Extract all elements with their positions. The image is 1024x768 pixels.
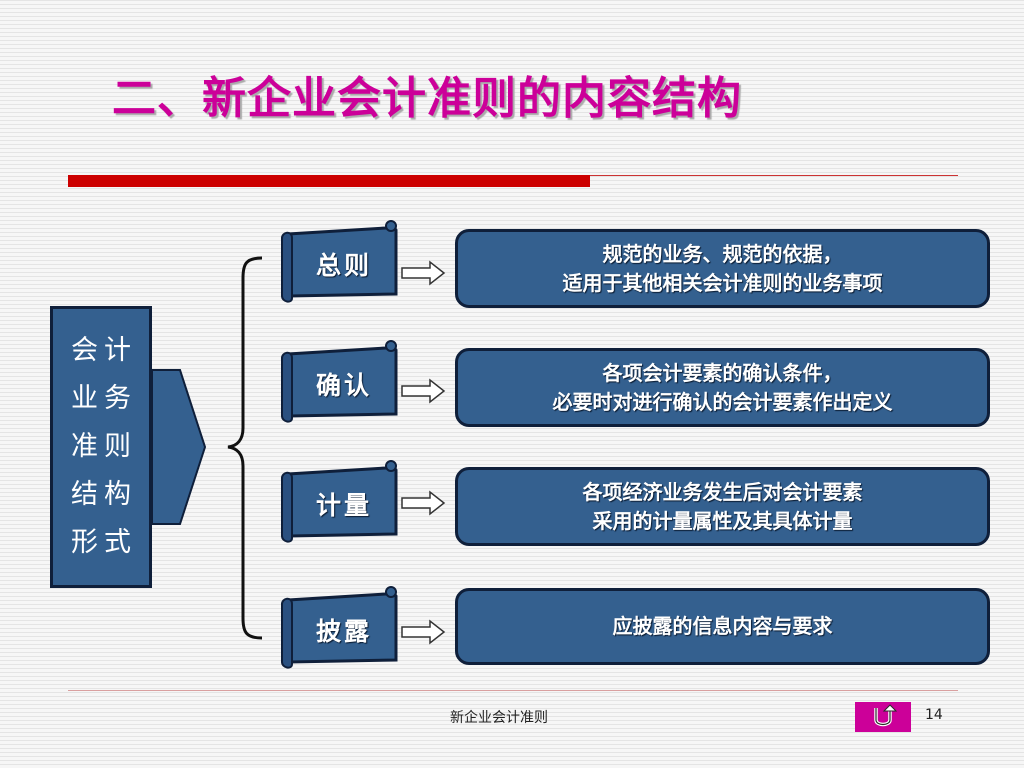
footer-title: 新企业会计准则: [450, 710, 548, 726]
scroll-label-box-1: 总则: [292, 232, 396, 296]
scroll-label-box-3: 计量: [292, 472, 396, 536]
item-label-recognition: 确认: [315, 371, 372, 400]
item-label-measurement: 计量: [315, 491, 372, 520]
scroll-shape-1: [281, 220, 398, 303]
item-label-disclosure: 披露: [315, 617, 372, 646]
root-arrow: [151, 369, 207, 525]
title-underline-bar: [68, 175, 590, 187]
slide-title: 二、新企业会计准则的内容结构: [112, 73, 742, 124]
desc-line: 采用的计量属性及其具体计量: [592, 508, 853, 533]
footer-divider: [68, 690, 958, 691]
root-box: 会计 业务 准则 结构 形式: [50, 306, 152, 588]
desc-box-general: 规范的业务、规范的依据， 适用于其他相关会计准则的业务事项: [455, 229, 990, 308]
page-number: 14: [925, 707, 943, 723]
connector-arrow-1: [401, 260, 446, 286]
desc-line: 适用于其他相关会计准则的业务事项: [562, 270, 883, 295]
desc-line: 必要时对进行确认的会计要素作出定义: [552, 389, 893, 414]
desc-line: 各项经济业务发生后对会计要素: [582, 479, 863, 504]
scroll-label-box-2: 确认: [292, 352, 396, 416]
connector-arrow-4: [401, 619, 446, 645]
connector-arrow-3: [401, 490, 446, 516]
connector-arrow-2: [401, 378, 446, 404]
desc-line: 各项会计要素的确认条件，: [602, 360, 843, 385]
scroll-shape-2: [281, 340, 398, 423]
desc-box-disclosure: 应披露的信息内容与要求: [455, 588, 990, 665]
scroll-shape-3: [281, 460, 398, 543]
return-button[interactable]: [855, 702, 911, 732]
desc-box-measurement: 各项经济业务发生后对会计要素 采用的计量属性及其具体计量: [455, 467, 990, 546]
scroll-label-box-4: 披露: [292, 598, 396, 662]
return-arrow-icon: [874, 704, 898, 727]
desc-line: 应披露的信息内容与要求: [612, 614, 833, 638]
desc-box-recognition: 各项会计要素的确认条件， 必要时对进行确认的会计要素作出定义: [455, 348, 990, 427]
item-label-general: 总则: [315, 251, 372, 280]
left-brace: [227, 256, 263, 640]
scroll-shape-4: [281, 586, 398, 669]
root-label: 会计 业务 准则 结构 形式: [71, 335, 137, 558]
desc-line: 规范的业务、规范的依据，: [602, 241, 843, 266]
